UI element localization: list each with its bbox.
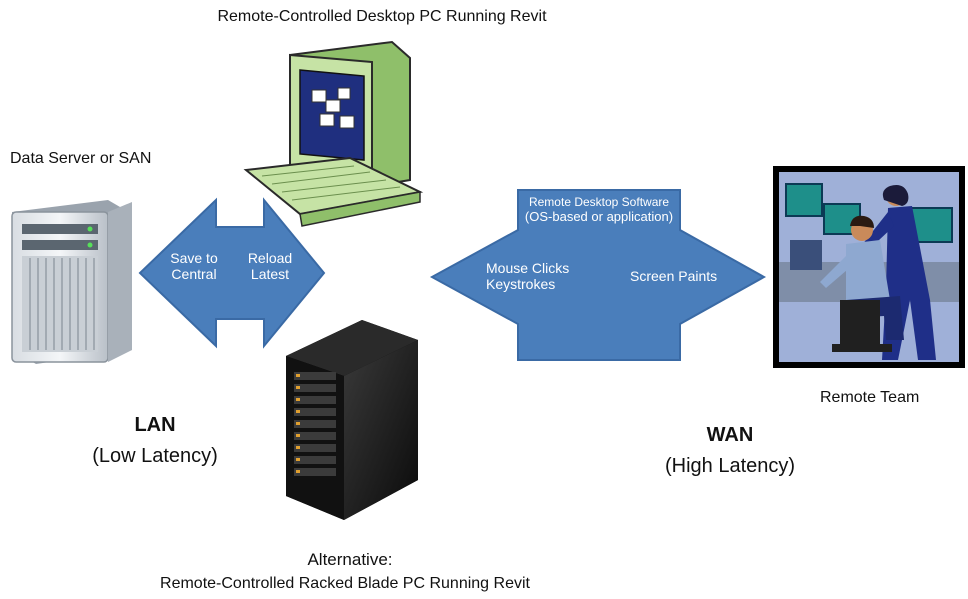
reload-latest-label: Reload Latest (240, 250, 300, 282)
lan-double-arrow (138, 197, 326, 349)
lan-subtitle: (Low Latency) (92, 445, 218, 467)
mouse-clicks-text: Mouse Clicks (486, 260, 570, 276)
save-to-central-line2: Central (171, 266, 217, 283)
blade-rack-icon (286, 320, 418, 520)
remote-software-line2: (OS-based or application) (524, 208, 674, 224)
keystrokes-text: Keystrokes (486, 276, 556, 293)
mouse-keys-label: Mouse Clicks Keystrokes (486, 260, 569, 292)
screen-paints-label: Screen Paints (630, 268, 718, 284)
wan-title: WAN (706, 424, 754, 446)
desktop-computer-icon (243, 40, 424, 227)
desktop-title: Remote-Controlled Desktop PC Running Rev… (217, 8, 547, 25)
server-tower-icon (11, 200, 132, 364)
remote-team-label: Remote Team (820, 389, 920, 406)
save-to-central-line1: Save to (170, 250, 218, 266)
alternative-label: Alternative: (307, 550, 393, 569)
remote-software-line1: Remote Desktop Software (528, 195, 670, 209)
wan-subtitle: (High Latency) (664, 455, 796, 477)
reload-latest-line1: Reload (247, 250, 293, 266)
data-server-label: Data Server or SAN (10, 150, 152, 167)
alternative-description: Remote-Controlled Racked Blade PC Runnin… (160, 575, 530, 592)
lan-title: LAN (134, 414, 176, 436)
save-to-central-label: Save to Central (166, 250, 222, 282)
remote-software-label: Remote Desktop Software (OS-based or app… (514, 195, 684, 225)
reload-latest-line2: Latest (250, 266, 290, 283)
remote-team-illustration (773, 166, 965, 368)
wan-double-arrow (429, 189, 767, 361)
